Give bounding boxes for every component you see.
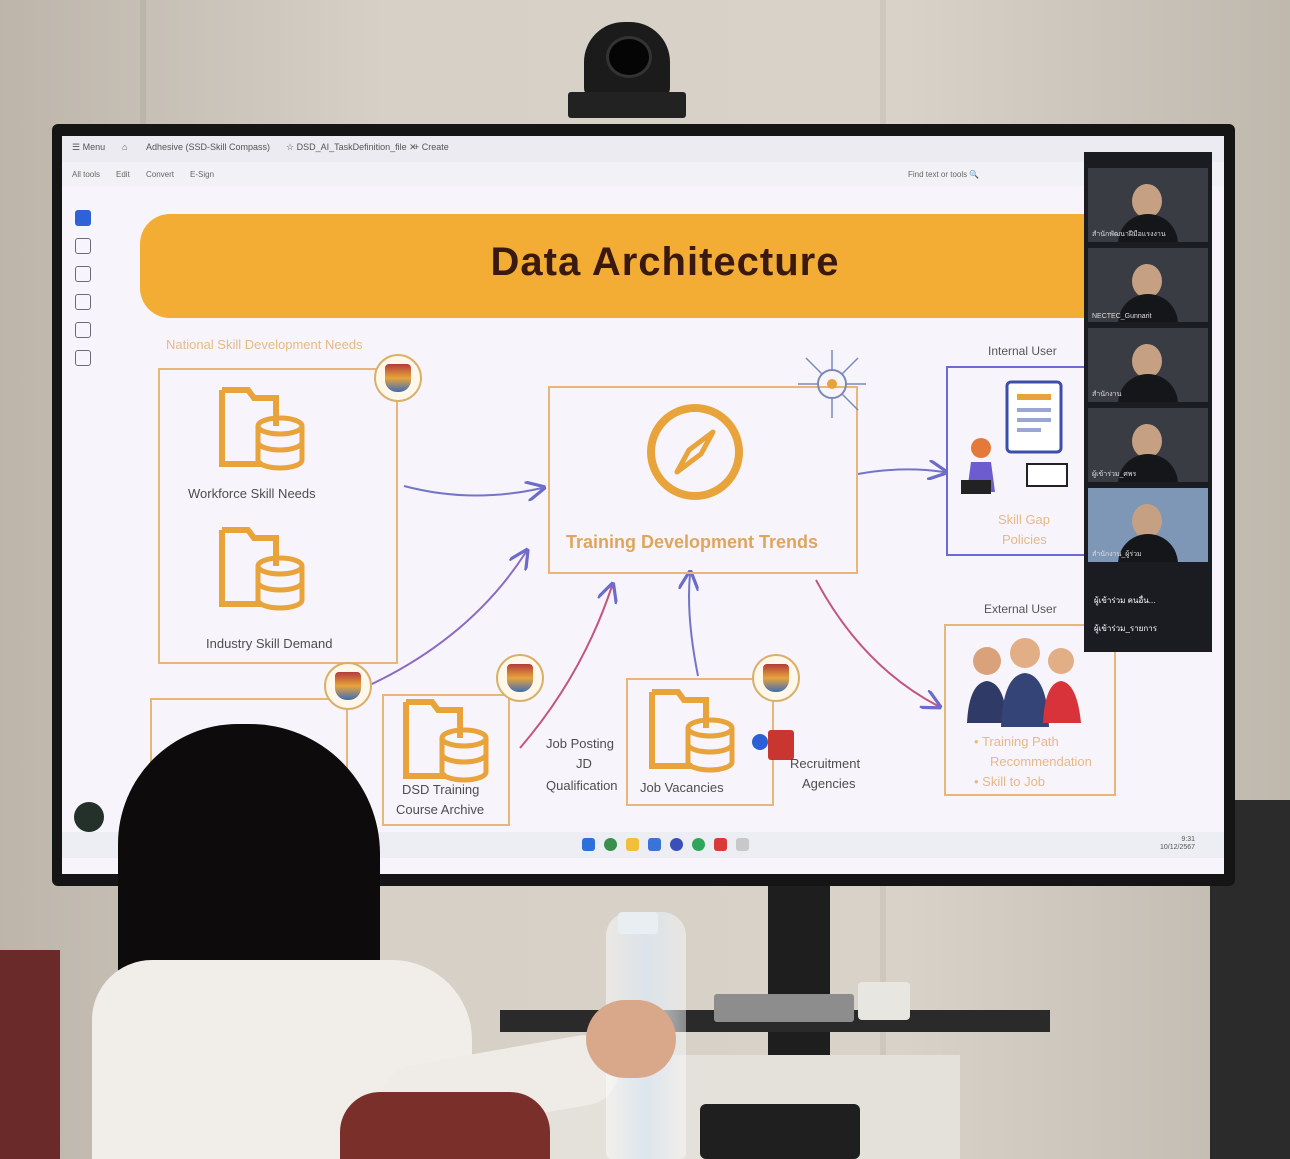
explorer-icon[interactable] [626,838,639,851]
participants-footer: ผู้เข้าร่วม คนอื่น... [1094,596,1156,605]
edge-icon[interactable] [648,838,661,851]
dsd-course-archive-label: Course Archive [396,802,485,817]
training-trends-box [548,386,858,574]
users-group-icon [967,638,1081,727]
participant-name: สำนักพัฒนาฝีมือแรงงาน [1092,231,1166,238]
folder-database-icon [649,689,735,773]
analytics-illustration-icon [961,380,1068,494]
menu-button[interactable]: ☰ Menu [72,142,106,152]
participant-name: NECTEC_Gunnarit [1092,313,1152,320]
compass-icon [647,404,743,500]
briefcase-icon [768,730,794,760]
red-chair-left [0,950,60,1159]
external-bullet-3: • Skill to Job [974,774,1046,789]
clock-date: 10/12/2567 [1160,844,1196,851]
find-text-button[interactable]: Find text or tools 🔍 [908,170,979,179]
workforce-skill-needs-label: Workforce Skill Needs [188,486,316,501]
policies-label: Policies [1002,532,1047,547]
ministry-seal-icon [752,654,800,702]
tab-adhesive[interactable]: Adhesive (SSD-Skill Compass) [146,142,271,152]
bottle-cap [618,912,658,934]
text-tool-icon[interactable] [75,322,91,338]
power-strip [858,982,910,1020]
folder-database-icon [219,387,305,471]
participant-name: สำนักงาน_ผู้ร่วม [1092,551,1142,558]
find-text-label: Find text or tools [908,170,968,179]
participant-tile[interactable]: สำนักงาน_ผู้ร่วม [1088,488,1208,562]
training-path-text: Training Path [981,734,1059,749]
participant-name: สำนักงาน [1092,391,1122,398]
industry-skill-demand-label: Industry Skill Demand [206,636,333,651]
search-icon: 🔍 [969,170,980,179]
pen-tool-icon[interactable] [75,266,91,282]
folder-database-icon [403,699,489,783]
skill-gap-label: Skill Gap [998,512,1051,527]
stamp-tool-icon[interactable] [75,350,91,366]
participant-tile[interactable]: สำนักพัฒนาฝีมือแรงงาน [1088,168,1208,242]
tab-dsd-label: DSD_AI_TaskDefinition_file [296,142,407,152]
app-icon[interactable] [736,838,749,851]
toolbar-esign[interactable]: E-Sign [190,170,215,179]
annotation-toolbar [70,210,96,390]
government-seal-icon [374,354,422,402]
start-icon[interactable] [582,838,595,851]
agencies-label: Agencies [802,776,856,791]
toolbar-all-tools[interactable]: All tools [72,170,101,179]
line-icon[interactable] [692,838,705,851]
participant-tile[interactable]: NECTEC_Gunnarit [1088,248,1208,322]
person-hand [586,1000,676,1078]
router-device [714,994,854,1022]
tab-dsd-file[interactable]: ☆ DSD_AI_TaskDefinition_file ✕ [286,142,417,152]
participant-tile[interactable]: ผู้เข้าร่วม_ศพร [1088,408,1208,482]
section-national-label: National Skill Development Needs [166,337,363,352]
home-icon[interactable]: ⌂ [122,142,128,152]
acrobat-icon[interactable] [714,838,727,851]
recruitment-label: Recruitment [790,756,861,771]
toolbar-convert[interactable]: Convert [146,170,175,179]
slide-title: Data Architecture [490,240,840,284]
skill-to-job-text: Skill to Job [982,774,1046,789]
participant-name: ผู้เข้าร่วม_ศพร [1092,471,1137,478]
toolbar-edit[interactable]: Edit [116,170,130,179]
external-user-label: External User [984,602,1057,616]
job-qualification-label: Qualification [546,778,618,793]
clock-time: 9:31 [1181,836,1196,843]
dsd-training-box [382,694,510,826]
external-bullet-2: Recommendation [990,754,1092,769]
ai-brain-icon [798,350,866,418]
job-vacancies-label: Job Vacancies [640,780,724,795]
cursor-tool-icon[interactable] [75,210,91,226]
chrome-icon[interactable] [604,838,617,851]
check-badge-icon [752,734,768,750]
job-jd-label: JD [576,756,592,771]
job-posting-label: Job Posting [546,736,614,751]
pen-fab-button[interactable] [74,802,104,832]
new-tab-button[interactable]: + Create [414,142,449,152]
conference-device [700,1104,860,1159]
zoom-icon[interactable] [670,838,683,851]
participants-subfooter: ผู้เข้าร่วม_รายการ [1094,624,1158,633]
dsd-seal-icon [496,654,544,702]
participant-tile[interactable]: สำนักงาน [1088,328,1208,402]
title-banner [140,214,1140,318]
webcam-mount [568,92,686,118]
lasso-tool-icon[interactable] [75,294,91,310]
video-call-panel: สำนักพัฒนาฝีมือแรงงาน NECTEC_Gunnarit สำ… [1084,152,1212,652]
workforce-industry-box [158,368,398,664]
zoom-tool-icon[interactable] [75,238,91,254]
browser-tab-bar: ☰ Menu ⌂ Adhesive (SSD-Skill Compass) ☆ … [62,136,1224,162]
government-seal-icon [324,662,372,710]
training-trends-label: Training Development Trends [566,532,819,552]
internal-user-label: Internal User [988,344,1057,358]
red-chair-back [340,1092,550,1159]
external-user-box [944,624,1116,796]
folder-database-icon [219,527,305,611]
pdf-toolbar: All tools Edit Convert E-Sign Find text … [62,162,1224,186]
menu-label: Menu [82,142,106,152]
external-bullet-1: • Training Path [974,734,1059,749]
dsd-training-label: DSD Training [402,782,480,797]
webcam-lens [606,36,652,78]
